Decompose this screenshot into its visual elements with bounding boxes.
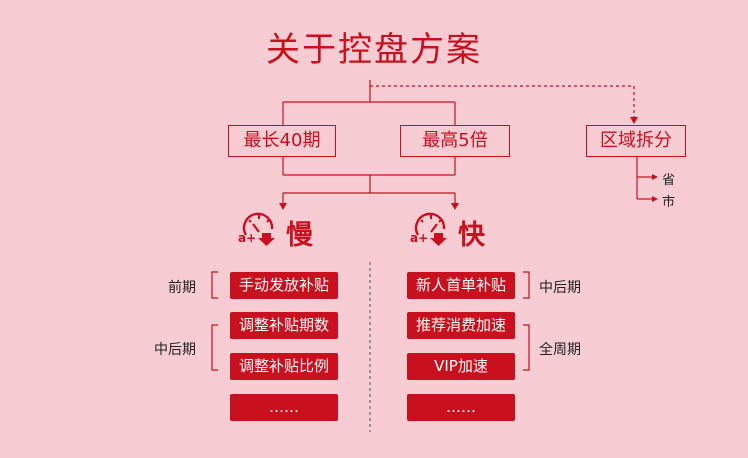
speedometer-icon-fast: a+ [410,211,452,249]
first-order-subsidy-item: 新人首单补贴 [407,272,515,299]
right-more-item: …… [407,394,515,421]
slow-label: 慢 [286,220,313,251]
max-term-box: 最长40期 [228,125,336,157]
speedometer-icon-slow: a+ [238,211,280,249]
right-phase-late: 中后期 [539,280,581,296]
adjust-ratio-item: 调整补贴比例 [230,353,338,380]
right-phase-full: 全周期 [539,342,581,358]
adjust-term-item: 调整补贴期数 [230,312,338,339]
vip-boost-item: VIP加速 [407,353,515,380]
referral-boost-item: 推荐消费加速 [407,312,515,339]
max-multiple-box: 最高5倍 [400,125,510,157]
fast-label: 快 [458,220,485,251]
left-more-item: …… [230,394,338,421]
manual-subsidy-item: 手动发放补贴 [230,272,338,299]
region-city-label: 市 [662,195,676,210]
region-split-box: 区域拆分 [586,125,686,157]
region-province-label: 省 [662,173,676,188]
left-phase-early: 前期 [168,280,196,296]
page-title: 关于控盘方案 [266,30,482,70]
left-phase-late: 中后期 [154,342,196,358]
